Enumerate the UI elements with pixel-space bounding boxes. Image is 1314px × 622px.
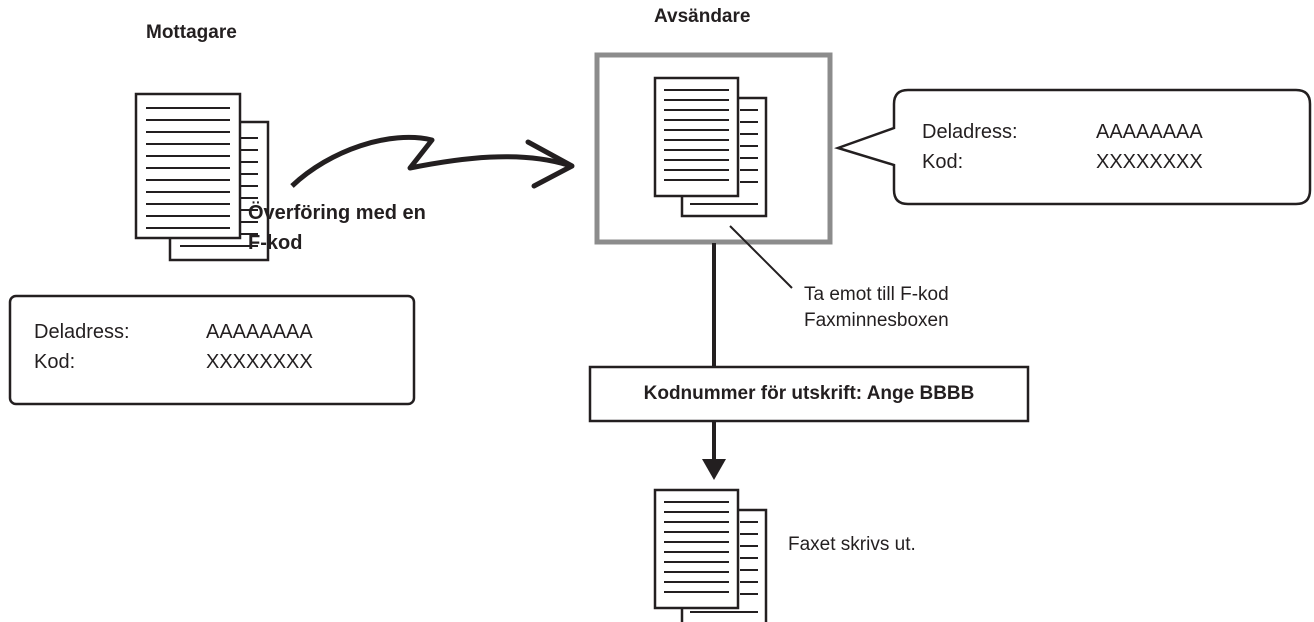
printed-document-icon: [653, 488, 768, 622]
recipient-subaddress-label: Deladress:: [34, 321, 130, 343]
memory-box-label-line-2: Faxminnesboxen: [804, 310, 949, 331]
transfer-label-line-2: F-kod: [248, 232, 303, 254]
memory-box-label-line-1: Ta emot till F-kod: [804, 284, 949, 305]
recipient-info-box: [8, 294, 416, 406]
recipient-document-icon: [134, 92, 270, 262]
recipient-code-value: XXXXXXXX: [206, 351, 313, 373]
recipient-heading: Mottagare: [146, 22, 237, 43]
callout-subaddress-label: Deladress:: [922, 121, 1018, 143]
recipient-subaddress-value: AAAAAAAA: [206, 321, 313, 343]
sender-document-icon: [653, 76, 768, 218]
sender-callout-bubble: [834, 88, 1312, 206]
result-label: Faxet skrivs ut.: [788, 534, 916, 555]
down-arrow-head: [702, 459, 726, 480]
print-code-box: [588, 365, 1030, 423]
callout-code-label: Kod:: [922, 151, 964, 173]
memory-box-leader-line: [729, 225, 793, 289]
print-code-label: Kodnummer för utskrift: Ange BBBB: [643, 383, 975, 404]
recipient-code-label: Kod:: [34, 351, 76, 373]
sender-heading: Avsändare: [654, 6, 751, 27]
callout-code-value: XXXXXXXX: [1096, 151, 1203, 173]
memory-box-label: Ta emot till F-kod Faxminnesboxen: [804, 282, 949, 334]
transfer-arrow: [290, 134, 575, 189]
transfer-label-line-1: Överföring med en: [248, 202, 426, 224]
callout-subaddress-value: AAAAAAAA: [1096, 121, 1203, 143]
transfer-label: Överföring med en F-kod: [248, 198, 426, 258]
